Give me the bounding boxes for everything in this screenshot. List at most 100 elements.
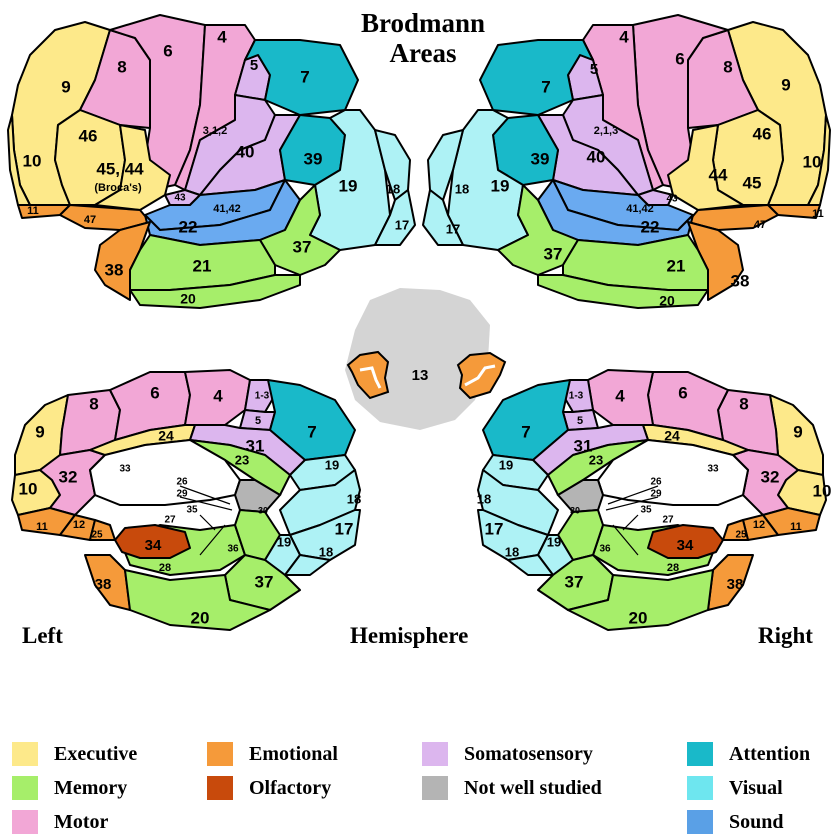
area-45-44-label: 45, 44 [96, 159, 144, 178]
area-18-label: 18 [347, 491, 361, 506]
area-18-label: 18 [455, 181, 469, 196]
area-17-label: 17 [395, 217, 409, 232]
legend-item-motor: Motor [12, 808, 108, 836]
area-43-label: 43 [174, 193, 186, 204]
area-6-label: 6 [678, 383, 687, 402]
area-36-label: 36 [227, 544, 239, 555]
area-19-label: 19 [499, 457, 513, 472]
area-44-label: 44 [709, 165, 728, 184]
area-6-label: 6 [150, 383, 159, 402]
legend-item-executive: Executive [12, 740, 137, 768]
area-20-label: 20 [659, 293, 675, 309]
area-6-label: 6 [675, 49, 684, 68]
area-8-label: 8 [739, 394, 748, 413]
area-32-label: 32 [761, 467, 780, 486]
area-9-label: 9 [781, 75, 790, 94]
area-17-label: 17 [446, 221, 460, 236]
area-17-label: 17 [335, 519, 354, 538]
area-19-label: 19 [491, 176, 510, 195]
legend-swatch-somatosensory [422, 742, 448, 766]
area-34-label: 34 [677, 537, 694, 554]
legend-label-somatosensory: Somatosensory [464, 743, 593, 766]
area-41-42-label: 41,42 [626, 203, 654, 215]
area-47-label: 47 [84, 214, 96, 226]
area-37-label: 37 [255, 572, 274, 591]
legend-label-executive: Executive [54, 743, 137, 766]
area-9-label: 9 [793, 422, 802, 441]
legend-swatch-sound [687, 810, 713, 834]
area-45-label: 45 [743, 173, 762, 192]
area-3-1-2-label: 3,1,2 [203, 125, 227, 137]
title-line-1: Brodmann [318, 8, 528, 38]
area-34-label: 34 [145, 537, 162, 554]
area-5-label: 5 [250, 57, 258, 74]
area-29-label: 29 [176, 489, 188, 500]
area-38-label: 38 [727, 576, 744, 593]
area-24-label: 24 [664, 428, 680, 444]
area-21-label: 21 [193, 256, 212, 275]
area-30-label: 30 [570, 505, 580, 515]
area-22-label: 22 [179, 217, 198, 236]
area-26-label: 26 [176, 477, 188, 488]
area-21-label: 21 [667, 256, 686, 275]
area-29-label: 29 [650, 489, 662, 500]
left-label: Left [22, 623, 63, 649]
area-33-label: 33 [707, 464, 719, 475]
area-39-label: 39 [304, 149, 323, 168]
hemisphere-label: Hemisphere [350, 623, 468, 649]
area-11-label: 11 [27, 205, 39, 217]
area-17-label: 17 [485, 519, 504, 538]
area-10-label: 10 [19, 479, 38, 498]
legend-item-attention: Attention [687, 740, 810, 768]
area-20-label: 20 [180, 291, 196, 307]
area-7-label: 7 [300, 67, 309, 86]
area-1-3-label: 1-3 [569, 391, 584, 402]
area-7-label: 7 [521, 422, 530, 441]
legend-item-emotional: Emotional [207, 740, 338, 768]
area-9-label: 9 [35, 422, 44, 441]
area-40-label: 40 [236, 142, 255, 161]
area-35-label: 35 [186, 505, 198, 516]
area-18-ventral-label: 18 [319, 544, 333, 559]
legend-swatch-executive [12, 742, 38, 766]
legend-swatch-memory [12, 776, 38, 800]
legend-swatch-emotional [207, 742, 233, 766]
left-medial-hemisphere: 6 4 1-3 8 5 9 24 31 7 23 32 33 19 10 26 … [12, 370, 361, 630]
area-27-label: 27 [164, 515, 176, 526]
area-32-label: 32 [59, 467, 78, 486]
area-20-label: 20 [191, 608, 210, 627]
area-8-label: 8 [89, 394, 98, 413]
area-37-label: 37 [565, 572, 584, 591]
area-broca-label: (Broca's) [94, 182, 142, 194]
area-35-label: 35 [640, 505, 652, 516]
area-26-label: 26 [650, 477, 662, 488]
area-5-label: 5 [577, 415, 583, 427]
area-38-label: 38 [731, 271, 750, 290]
area-6-label: 6 [163, 41, 172, 60]
right-label: Right [758, 623, 813, 649]
area-8-label: 8 [117, 57, 126, 76]
legend-label-sound: Sound [729, 811, 784, 834]
legend-label-motor: Motor [54, 811, 108, 834]
title-line-2: Areas [318, 38, 528, 68]
legend-label-memory: Memory [54, 777, 127, 800]
area-27-label: 27 [662, 515, 674, 526]
area-24-label: 24 [158, 428, 174, 444]
area-28-label: 28 [159, 562, 171, 574]
area-38-label: 38 [95, 576, 112, 593]
area-19-ventral-label: 19 [277, 534, 291, 549]
area-23-label: 23 [589, 452, 603, 467]
legend-label-olfactory: Olfactory [249, 777, 331, 800]
area-7-label: 7 [541, 77, 550, 96]
area-10-label: 10 [803, 152, 822, 171]
area-25-label: 25 [735, 530, 747, 541]
area-46-label: 46 [753, 124, 772, 143]
legend-swatch-attention [687, 742, 713, 766]
legend-item-olfactory: Olfactory [207, 774, 331, 802]
area-28-label: 28 [667, 562, 679, 574]
area-11-label: 11 [36, 521, 48, 533]
area-18-label: 18 [477, 491, 491, 506]
area-19-label: 19 [339, 176, 358, 195]
area-19-ventral-label: 19 [547, 534, 561, 549]
